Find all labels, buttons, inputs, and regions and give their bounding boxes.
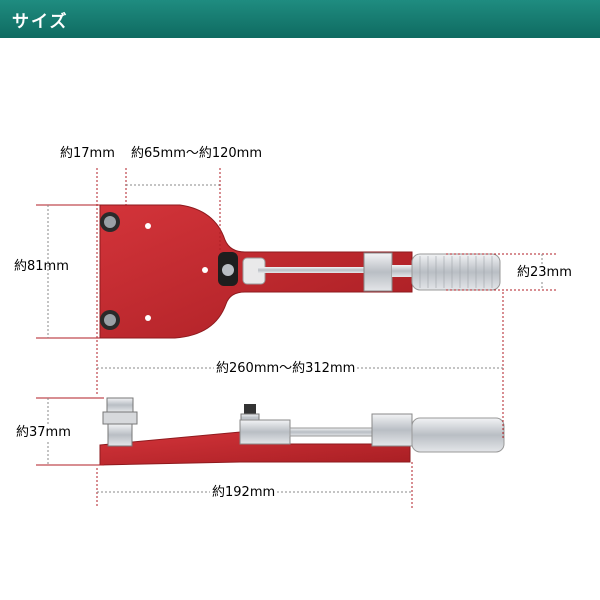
dim-label-plate-height: 約81mm xyxy=(14,259,69,274)
side-block xyxy=(239,419,291,445)
knurled-handle xyxy=(411,253,501,291)
dim-label-width-bolt: 約17mm xyxy=(60,146,115,161)
threaded-rod xyxy=(258,267,378,273)
dim-label-clamp-range: 約65mm～約120mm xyxy=(131,146,263,161)
handle-shaft xyxy=(392,265,414,277)
knurl-pattern xyxy=(419,256,493,288)
sliding-block xyxy=(363,252,393,292)
plate-hole xyxy=(202,267,208,273)
side-post xyxy=(240,404,260,423)
top-bolt xyxy=(100,310,120,330)
top-roller xyxy=(218,252,238,286)
plate-hole xyxy=(145,223,151,229)
dim-label-total-length: 約260mm～約312mm xyxy=(214,361,358,376)
top-view xyxy=(99,204,501,339)
top-bolt xyxy=(100,212,120,232)
side-handle xyxy=(411,417,505,453)
section-title: サイズ xyxy=(12,12,69,32)
side-slider xyxy=(371,413,413,447)
dim-label-side-height: 約37mm xyxy=(14,425,73,440)
side-view xyxy=(99,397,505,466)
dim-label-base-length: 約192mm xyxy=(210,485,278,500)
plate-hole xyxy=(145,315,151,321)
side-rod xyxy=(289,427,381,437)
dim-label-handle-diameter: 約23mm xyxy=(515,265,574,280)
side-bolt xyxy=(102,397,138,447)
section-header: サイズ xyxy=(0,0,600,38)
